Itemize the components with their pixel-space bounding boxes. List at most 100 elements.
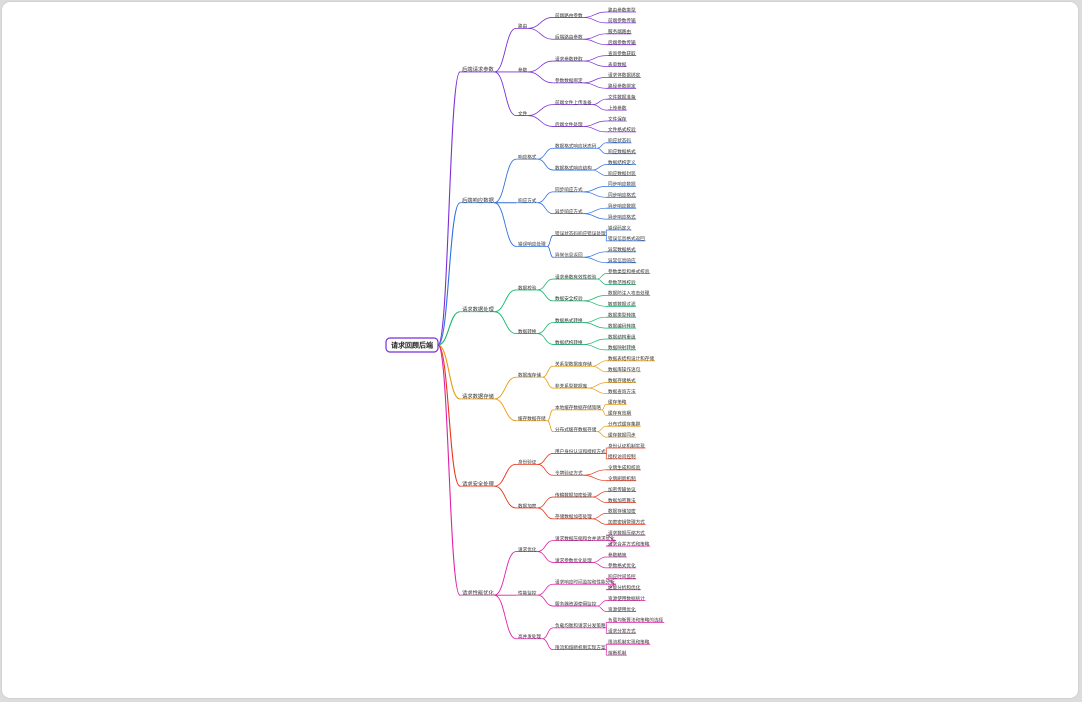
topic-node[interactable]: 数据格式响应状态码 (555, 143, 597, 150)
leaf-node[interactable]: 缓存有效期 (608, 410, 631, 417)
main-branch-node[interactable]: 后端请求参数 (462, 65, 494, 73)
main-branch-node[interactable]: 后端响应数据 (462, 196, 494, 204)
leaf-node[interactable]: 响应数据封装 (608, 170, 636, 177)
leaf-node[interactable]: 令牌刷新机制 (608, 475, 636, 482)
topic-node[interactable]: 请求参数优化处理 (555, 557, 592, 564)
main-branch-node[interactable]: 请求安全处理 (462, 479, 494, 487)
subtopic-node[interactable]: 响应方式 (518, 197, 537, 204)
leaf-node[interactable]: 同步响应数据 (608, 181, 636, 188)
topic-node[interactable]: 同步响应方式 (555, 186, 583, 193)
leaf-node[interactable]: 资源使用优化 (608, 606, 636, 613)
leaf-node[interactable]: 参数范围校验 (608, 279, 636, 286)
root-node-box[interactable] (385, 337, 439, 353)
topic-node[interactable]: 请求响应时间监控和性能分析 (555, 579, 615, 586)
leaf-node[interactable]: 响应状态码 (608, 137, 631, 144)
leaf-node[interactable]: 性能分析和优化 (608, 584, 641, 591)
leaf-node[interactable]: 缓存数据同步 (608, 431, 636, 438)
leaf-node[interactable]: 熔断机制 (608, 649, 627, 656)
leaf-node[interactable]: 同步响应格式 (608, 192, 636, 199)
leaf-node[interactable]: 服务端路由 (608, 28, 631, 35)
leaf-node[interactable]: 敏感数据过滤 (608, 301, 636, 308)
leaf-node[interactable]: 后端参数传输 (608, 39, 636, 46)
leaf-node[interactable]: 分布式缓存集群 (608, 421, 641, 428)
topic-node[interactable]: 用户身份认证和授权方式 (555, 448, 606, 455)
topic-node[interactable]: 前端文件上传准备 (555, 99, 592, 106)
leaf-node[interactable]: 路由参数类型 (608, 6, 636, 13)
leaf-node[interactable]: 资源使用数据统计 (608, 595, 645, 602)
subtopic-node[interactable]: 缓存数据存储 (518, 415, 546, 422)
topic-node[interactable]: 分布式缓存数据存储 (555, 426, 597, 433)
leaf-node[interactable]: 数据存储加密 (608, 508, 636, 515)
leaf-node[interactable]: 文件格式校验 (608, 126, 636, 133)
leaf-node[interactable]: 身份认证机制实现 (608, 442, 645, 449)
leaf-node[interactable]: 前端参数传输 (608, 17, 636, 24)
leaf-node[interactable]: 加密密钥管理方式 (608, 519, 645, 526)
leaf-node[interactable]: 加密传输协议 (608, 486, 636, 493)
subtopic-node[interactable]: 请求优化 (518, 546, 537, 553)
topic-node[interactable]: 请求数据压缩和合并请求优化 (555, 535, 615, 542)
subtopic-node[interactable]: 参数 (518, 66, 528, 73)
leaf-node[interactable]: 令牌生成和校验 (608, 464, 641, 471)
topic-node[interactable]: 令牌验证方式 (555, 470, 583, 477)
subtopic-node[interactable]: 身份验证 (518, 459, 537, 466)
subtopic-node[interactable]: 错误响应处理 (518, 241, 546, 248)
leaf-node[interactable]: 路径参数绑定 (608, 83, 636, 90)
subtopic-node[interactable]: 路由 (518, 23, 528, 30)
topic-node[interactable]: 非关系型数据库 (555, 382, 588, 389)
topic-node[interactable]: 后端路由参数 (555, 34, 583, 41)
leaf-node[interactable]: 数据存储格式 (608, 377, 636, 384)
leaf-node[interactable]: 数据库操作语句 (608, 366, 641, 373)
main-branch-node[interactable]: 请求数据存储 (462, 392, 494, 400)
leaf-node[interactable]: 异步响应数据 (608, 203, 636, 210)
topic-node[interactable]: 服务器资源使用监控 (555, 600, 597, 607)
leaf-node[interactable]: 负载均衡算法和策略的选择 (608, 617, 664, 624)
leaf-node[interactable]: 错误信息格式返回 (608, 235, 645, 242)
topic-node[interactable]: 限流和熔断机制实现方案 (555, 644, 606, 651)
leaf-node[interactable]: 请求数据压缩方式 (608, 530, 645, 537)
leaf-node[interactable]: 缓存策略 (608, 399, 627, 406)
leaf-node[interactable]: 限流机制实现和策略 (608, 639, 650, 646)
topic-node[interactable]: 异常信息返回 (555, 252, 583, 259)
leaf-node[interactable]: 表单数据 (608, 61, 627, 68)
subtopic-node[interactable]: 数据转换 (518, 328, 537, 335)
subtopic-node[interactable]: 响应格式 (518, 153, 537, 160)
subtopic-node[interactable]: 高并发处理 (518, 633, 541, 640)
topic-node[interactable]: 本地缓存数据存储策略 (555, 404, 601, 411)
leaf-node[interactable]: 错误码定义 (608, 224, 631, 231)
topic-node[interactable]: 关系型数据库存储 (555, 361, 592, 368)
leaf-node[interactable]: 数据防注入攻击处理 (608, 290, 650, 297)
topic-node[interactable]: 后端文件处理 (555, 121, 583, 128)
topic-node[interactable]: 存储数据加密处理 (555, 513, 592, 520)
leaf-node[interactable]: 异步响应格式 (608, 213, 636, 220)
leaf-node[interactable]: 异常数据格式 (608, 246, 636, 253)
leaf-node[interactable]: 数据编码转换 (608, 322, 636, 329)
leaf-node[interactable]: 数据查询方法 (608, 388, 636, 395)
leaf-node[interactable]: 查询参数获取 (608, 50, 636, 57)
topic-node[interactable]: 异步响应方式 (555, 208, 583, 215)
leaf-node[interactable]: 异常信息响应 (608, 257, 636, 264)
leaf-node[interactable]: 参数格式优化 (608, 562, 636, 569)
topic-node[interactable]: 前端路由参数 (555, 12, 583, 19)
topic-node[interactable]: 负载均衡和请求分发策略 (555, 622, 606, 629)
leaf-node[interactable]: 请求体数据绑定 (608, 72, 641, 79)
leaf-node[interactable]: 请求合并方式和策略 (608, 540, 650, 547)
subtopic-node[interactable]: 数据校验 (518, 284, 537, 291)
leaf-node[interactable]: 响应数据格式 (608, 148, 636, 155)
leaf-node[interactable]: 授权访问控制 (608, 453, 636, 460)
topic-node[interactable]: 数据格式转换 (555, 317, 583, 324)
leaf-node[interactable]: 请求分发方式 (608, 628, 636, 635)
leaf-node[interactable]: 数据类型转换 (608, 312, 636, 319)
topic-node[interactable]: 数据安全校验 (555, 295, 583, 302)
main-branch-node[interactable]: 请求数据处理 (462, 305, 494, 313)
leaf-node[interactable]: 数据表结构设计和存储 (608, 355, 654, 362)
subtopic-node[interactable]: 数据库存储 (518, 371, 541, 378)
subtopic-node[interactable]: 数据加密 (518, 502, 537, 509)
leaf-node[interactable]: 数据加密算法 (608, 497, 636, 504)
leaf-node[interactable]: 数据映射转换 (608, 344, 636, 351)
topic-node[interactable]: 错误状态码响应错误处理 (555, 230, 606, 237)
topic-node[interactable]: 请求参数有效性校验 (555, 273, 597, 280)
leaf-node[interactable]: 文件保存 (608, 115, 627, 122)
leaf-node[interactable]: 数据结构重组 (608, 333, 636, 340)
leaf-node[interactable]: 上传参数 (608, 104, 627, 111)
subtopic-node[interactable]: 文件 (518, 110, 528, 117)
